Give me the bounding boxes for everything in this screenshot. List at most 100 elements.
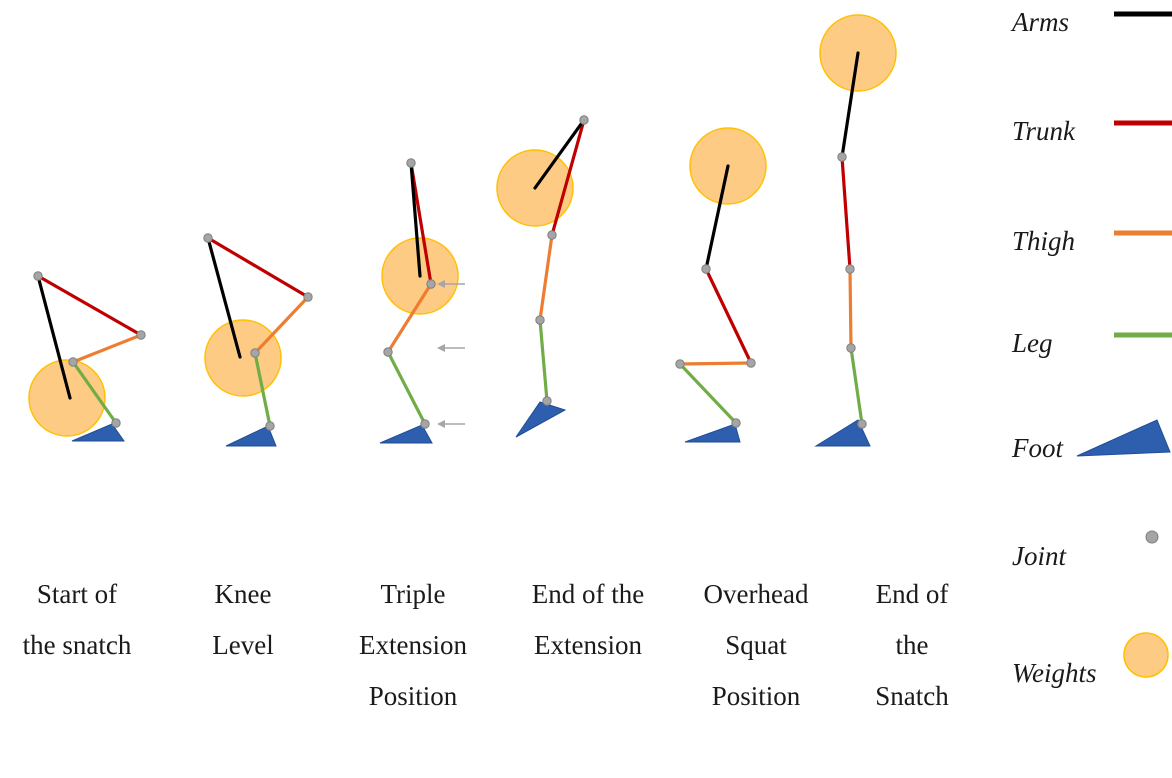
legend-label: Foot [1011,433,1064,463]
thigh-segment [386,282,433,354]
thigh-segment [71,333,143,364]
caption-line: End of the [532,579,644,609]
trunk-segment [704,267,753,365]
joint-dot-icon [1145,530,1159,544]
figure-end-extension [496,115,589,438]
joint-dot [33,271,43,281]
arms-segment [533,118,586,190]
joint-dot [837,152,847,162]
joint-dot [547,230,557,240]
weight-circle-icon [1123,632,1169,678]
caption-line: the snatch [23,630,132,660]
arms-segment [704,164,730,271]
caption-line: Squat [725,630,787,660]
foot-shape [684,423,741,443]
joint-dot [111,418,121,428]
trunk-segment [409,161,433,286]
legend-item-foot: Foot [1011,419,1171,463]
figure-triple [379,158,459,444]
leg-segment [71,360,118,425]
caption-line: Start of [37,579,117,609]
joint-dot [68,357,78,367]
caption-line: Position [712,681,801,711]
weight-plate [204,319,282,397]
leg-segment [253,351,272,428]
trunk-segment [36,274,143,337]
joint-dot [303,292,313,302]
trunk-segment [840,155,852,271]
legend-item-arms: Arms [1010,7,1172,37]
joint-dot [250,348,260,358]
left-arrow-icon [437,420,465,428]
leg-segment [849,346,864,426]
figure-end-snatch [814,14,897,447]
foot-triangle-icon [1076,419,1171,457]
legend-label: Leg [1011,328,1053,358]
caption-line: Knee [215,579,272,609]
joint-dot [675,359,685,369]
legend-label: Thigh [1012,226,1075,256]
joint-dot [731,418,741,428]
joint-dot [701,264,711,274]
figure-start [28,271,146,442]
joint-dot [265,421,275,431]
left-arrow-icon [437,280,465,288]
caption-line: Extension [359,630,467,660]
left-arrow-icon [437,344,465,352]
caption-line: Overhead [704,579,809,609]
caption-line: End of [876,579,949,609]
foot-shape [814,419,871,447]
joint-dot [542,396,552,406]
joint-dot [846,343,856,353]
joint-dot [420,419,430,429]
legend-label: Joint [1012,541,1067,571]
stick-figures [28,14,897,447]
thigh-segment [253,295,310,355]
caption-start: Start of the snatch [23,579,132,660]
thigh-segment [678,361,753,366]
caption-line: Snatch [875,681,949,711]
joint-dot [426,279,436,289]
joint-dot [136,330,146,340]
leg-segment [678,362,738,425]
joint-dot [535,315,545,325]
joint-dot [746,358,756,368]
foot-shape [71,423,125,442]
caption-line: Extension [534,630,642,660]
figure-knee [203,233,313,447]
leg-segment [538,318,549,403]
thigh-segment [538,233,554,322]
foot-shape [515,401,567,438]
legend-item-weights: Weights [1012,632,1169,688]
legend-item-joint: Joint [1012,530,1159,571]
thigh-segment [848,267,853,350]
joint-dot [203,233,213,243]
arms-segment [36,274,72,400]
weight-plate [28,359,106,437]
arms-segment [409,161,422,278]
legend-label: Weights [1012,658,1097,688]
joint-dot [845,264,855,274]
trunk-segment [550,118,586,237]
joint-dot [579,115,589,125]
joint-dot [383,347,393,357]
arms-segment [206,236,242,359]
caption-line: Level [212,630,273,660]
legend-item-leg: Leg [1011,328,1172,358]
joint-dot [857,419,867,429]
joint-dot [406,158,416,168]
caption-line: the [896,630,929,660]
legend-item-trunk: Trunk [1012,116,1172,146]
legend-label: Trunk [1012,116,1076,146]
legend-item-thigh: Thigh [1012,226,1172,256]
legend-label: Arms [1010,7,1069,37]
foot-shape [225,425,277,447]
